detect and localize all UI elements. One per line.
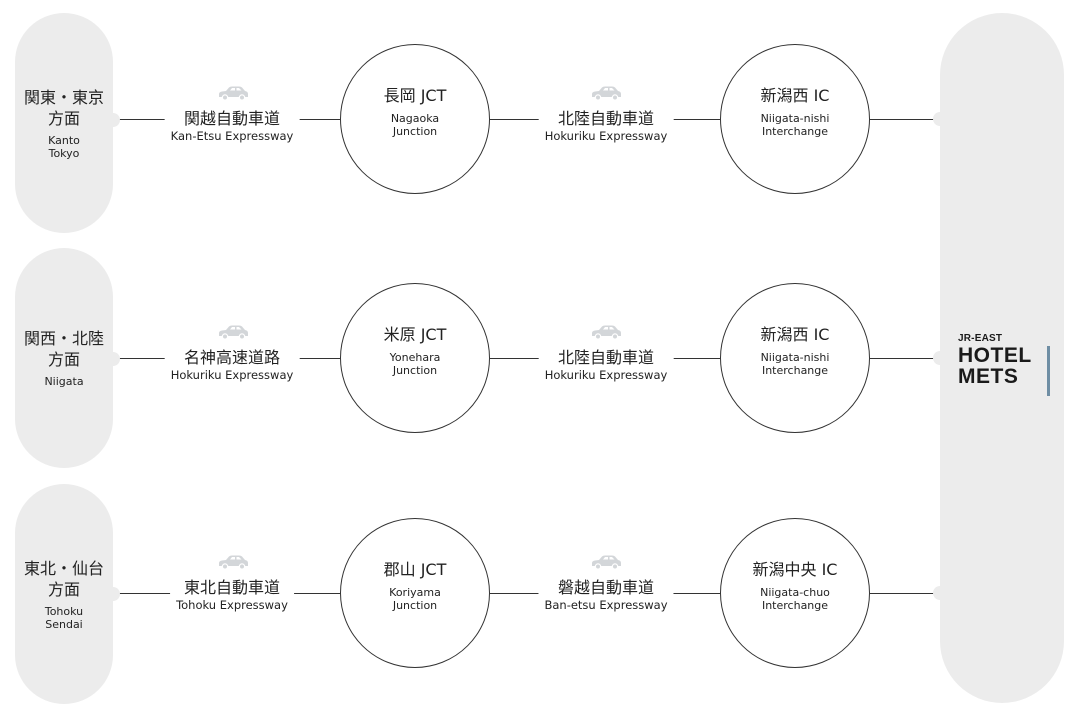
interchange-node: 新潟中央 IC Niigata-chuo Interchange	[720, 518, 870, 668]
hotel-mets-logo: JR-EAST HOTEL METS	[958, 333, 1052, 396]
expressway-name-en: Hokuriku Expressway	[544, 129, 668, 143]
interchange-name-ja: 新潟中央 IC	[752, 560, 838, 579]
destination-hotel-mets: JR-EAST HOTEL METS	[933, 13, 1064, 703]
expressway-label: 関越自動車道 Kan-Etsu Expressway	[164, 109, 300, 143]
origin-label-en: Kanto Tokyo	[48, 133, 80, 160]
junction-name-ja: 郡山 JCT	[383, 560, 447, 579]
expressway-name-en: Hokuriku Expressway	[544, 368, 668, 382]
logo-accent-bar	[1047, 346, 1050, 396]
junction-name-ja: 長岡 JCT	[383, 86, 447, 105]
interchange-name-en: Niigata-nishi Interchange	[760, 112, 830, 138]
interchange-node: 新潟西 IC Niigata-nishi Interchange	[720, 283, 870, 433]
interchange-name-ja: 新潟西 IC	[760, 325, 830, 344]
expressway-name-ja: 北陸自動車道	[557, 348, 654, 367]
expressway-name-en: Kan-Etsu Expressway	[170, 129, 294, 143]
car-icon	[219, 325, 248, 340]
junction-name-en: Yonehara Junction	[389, 351, 441, 377]
car-icon	[592, 555, 621, 570]
interchange-name-en: Niigata-chuo Interchange	[760, 586, 830, 612]
car-icon	[219, 86, 248, 101]
logo-mets: METS	[958, 365, 1019, 388]
origin-label-ja: 関西・北陸方面	[23, 329, 104, 369]
origin-label-en: Niigata	[44, 375, 84, 388]
connector-line	[870, 119, 942, 121]
expressway-label: 磐越自動車道 Ban-etsu Expressway	[538, 578, 674, 612]
junction-node: 郡山 JCT Koriyama Junction	[340, 518, 490, 668]
car-icon	[219, 555, 248, 570]
expressway-label: 東北自動車道 Tohoku Expressway	[170, 578, 294, 612]
connector-dot	[933, 112, 947, 126]
origin-tohoku-sendai: 東北・仙台方面 Tohoku Sendai	[15, 484, 113, 704]
junction-node: 長岡 JCT Nagaoka Junction	[340, 44, 490, 194]
connector-dot	[106, 352, 120, 366]
expressway-name-ja: 関越自動車道	[183, 109, 281, 128]
junction-node: 米原 JCT Yonehara Junction	[340, 283, 490, 433]
expressway-name-en: Tohoku Expressway	[176, 598, 288, 612]
origin-kanto-tokyo: 関東・東京方面 Kanto Tokyo	[15, 13, 113, 233]
connector-dot	[933, 351, 947, 365]
expressway-name-ja: 北陸自動車道	[557, 109, 654, 128]
connector-dot	[933, 586, 947, 600]
junction-name-en: Koriyama Junction	[389, 586, 441, 612]
connector-dot	[106, 587, 120, 601]
expressway-label: 名神高速道路 Hokuriku Expressway	[164, 348, 300, 382]
origin-label-ja: 東北・仙台方面	[23, 558, 104, 599]
expressway-label: 北陸自動車道 Hokuriku Expressway	[538, 109, 674, 143]
car-icon	[592, 325, 621, 340]
expressway-name-ja: 名神高速道路	[183, 348, 280, 367]
logo-hotel: HOTEL	[958, 344, 1032, 367]
junction-name-en: Nagaoka Junction	[390, 112, 440, 138]
interchange-node: 新潟西 IC Niigata-nishi Interchange	[720, 44, 870, 194]
expressway-label: 北陸自動車道 Hokuriku Expressway	[538, 348, 674, 382]
connector-line	[870, 593, 942, 595]
connector-line	[870, 358, 942, 360]
expressway-name-en: Ban-etsu Expressway	[544, 598, 668, 612]
logo-jr-east: JR-EAST	[958, 333, 1003, 344]
connector-dot	[106, 113, 120, 127]
expressway-name-en: Hokuriku Expressway	[170, 368, 294, 382]
expressway-name-ja: 磐越自動車道	[557, 578, 654, 597]
interchange-name-en: Niigata-nishi Interchange	[760, 351, 830, 377]
origin-label-ja: 関東・東京方面	[23, 87, 104, 128]
car-icon	[592, 86, 621, 101]
interchange-name-ja: 新潟西 IC	[760, 86, 830, 105]
expressway-name-ja: 東北自動車道	[183, 578, 281, 597]
origin-label-en: Tohoku Sendai	[44, 604, 84, 631]
junction-name-ja: 米原 JCT	[383, 325, 447, 344]
origin-kansai-hokuriku: 関西・北陸方面 Niigata	[15, 248, 113, 468]
